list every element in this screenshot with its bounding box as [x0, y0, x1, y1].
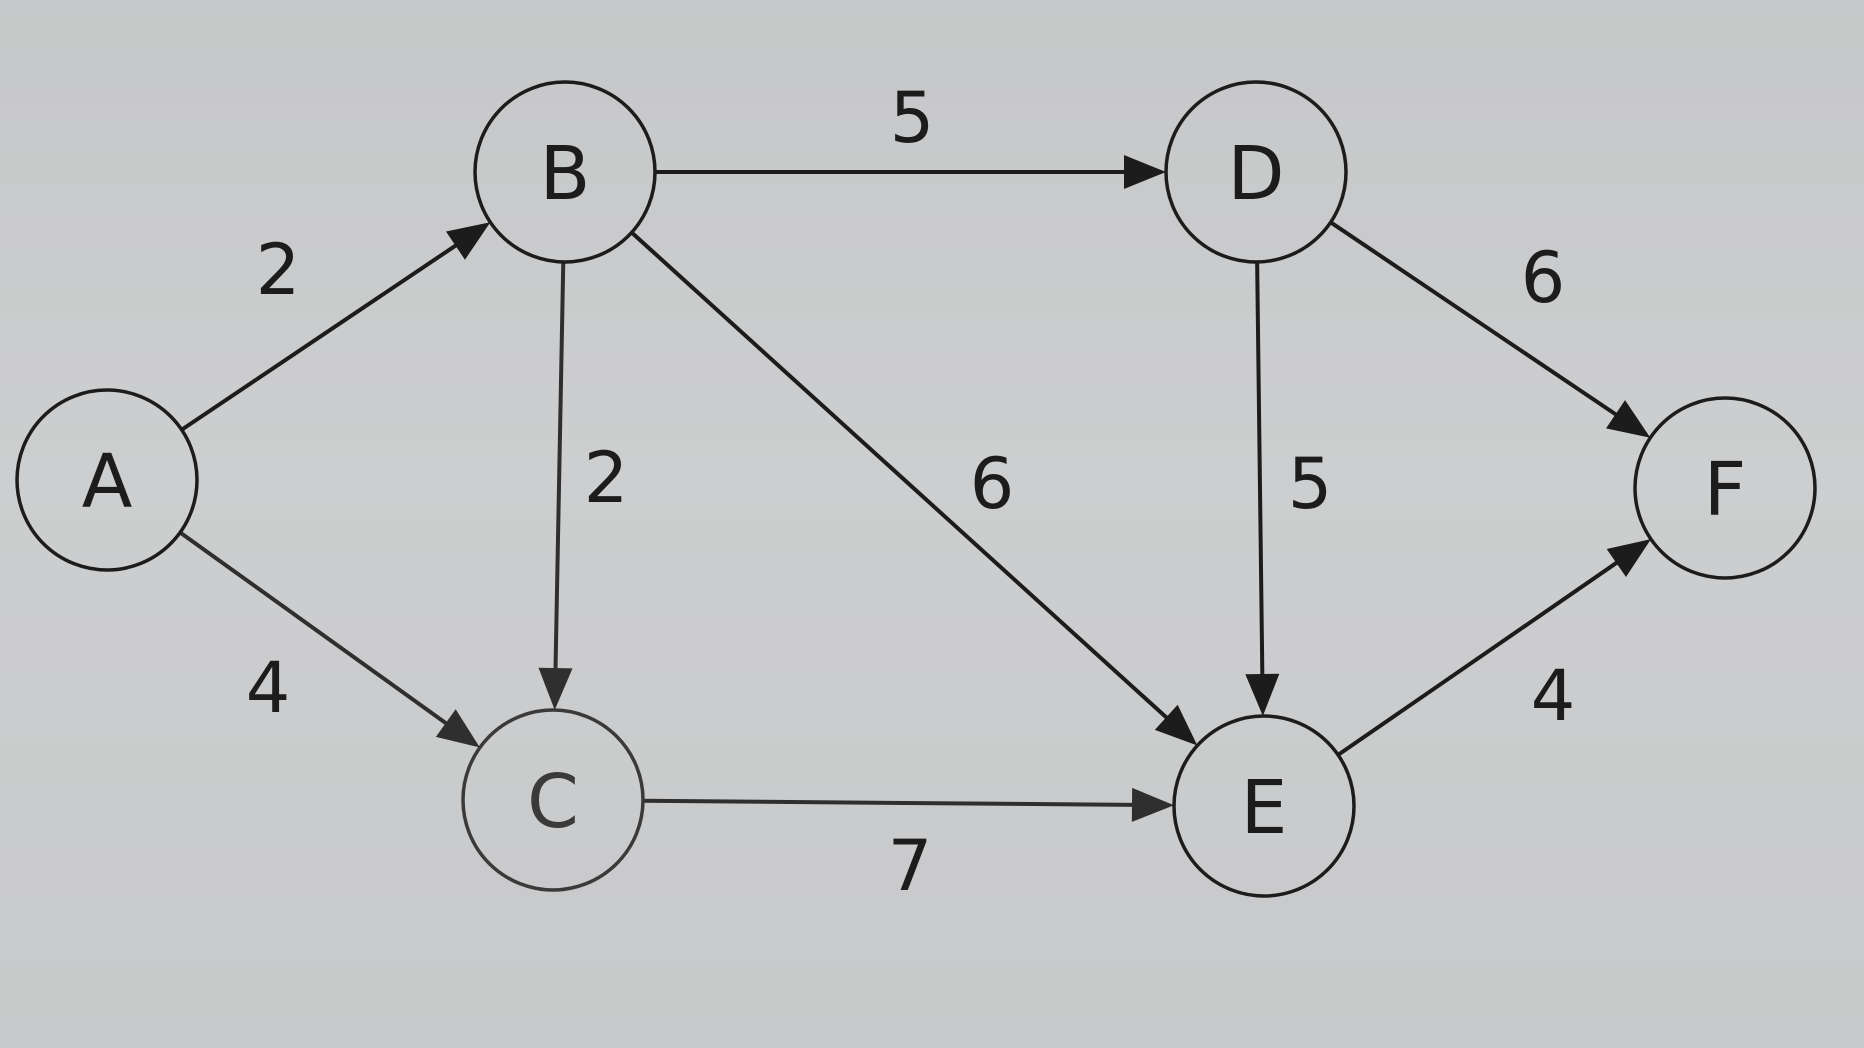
node-circle [1172, 714, 1356, 898]
nodes-layer: A B C D E F [15, 80, 1817, 898]
edge-line [1329, 220, 1619, 418]
arrowhead [1154, 704, 1198, 746]
edge-line [1255, 261, 1265, 677]
node-circle [1633, 396, 1817, 580]
node-label: B [540, 131, 591, 217]
node-circle [15, 388, 199, 572]
arrowhead [1606, 539, 1651, 577]
edge-d-f [1329, 220, 1651, 438]
edge-d-e [1245, 261, 1280, 717]
arrowhead [1124, 155, 1166, 189]
edge-e-f [1336, 539, 1651, 757]
node-b: B [473, 80, 657, 264]
edge-line [178, 530, 449, 726]
edge-line [553, 261, 566, 671]
edge-line [1336, 560, 1620, 757]
arrowhead [1245, 673, 1280, 717]
node-a: A [15, 388, 199, 572]
edge-line [180, 242, 459, 432]
edge-weight-d-f: 6 [1521, 237, 1566, 319]
arrowhead [538, 667, 573, 711]
node-c: C [461, 708, 645, 892]
edges-layer [178, 155, 1651, 822]
node-label: D [1228, 131, 1285, 217]
edge-line [642, 798, 1135, 807]
arrowhead [1606, 400, 1651, 438]
edge-b-e [630, 230, 1198, 746]
edge-b-d [655, 155, 1166, 189]
edge-a-b [180, 222, 491, 432]
node-f: F [1633, 396, 1817, 580]
edge-line [630, 230, 1170, 721]
edge-c-e [642, 787, 1175, 822]
node-label: E [1241, 765, 1288, 851]
arrowhead [435, 709, 480, 748]
weights-layer: 2 4 2 5 6 7 5 6 4 [246, 77, 1576, 907]
edge-weight-c-e: 7 [888, 825, 933, 907]
edge-a-c [178, 530, 480, 748]
node-label: C [527, 759, 579, 845]
node-circle [461, 708, 645, 892]
edge-weight-b-c: 2 [584, 437, 629, 519]
edge-weight-a-c: 4 [246, 647, 291, 729]
node-label: F [1704, 447, 1747, 533]
node-label: A [82, 439, 133, 525]
node-circle [1164, 80, 1348, 264]
edge-weight-a-b: 2 [256, 229, 301, 311]
edge-weight-b-d: 5 [890, 77, 935, 159]
edge-b-c [538, 261, 573, 711]
arrowhead [1131, 787, 1175, 822]
arrowhead [445, 222, 491, 260]
node-d: D [1164, 80, 1348, 264]
edge-weight-d-e: 5 [1288, 443, 1333, 525]
node-e: E [1172, 714, 1356, 898]
edge-weight-b-e: 6 [970, 443, 1015, 525]
edge-weight-e-f: 4 [1531, 655, 1576, 737]
node-circle [473, 80, 657, 264]
